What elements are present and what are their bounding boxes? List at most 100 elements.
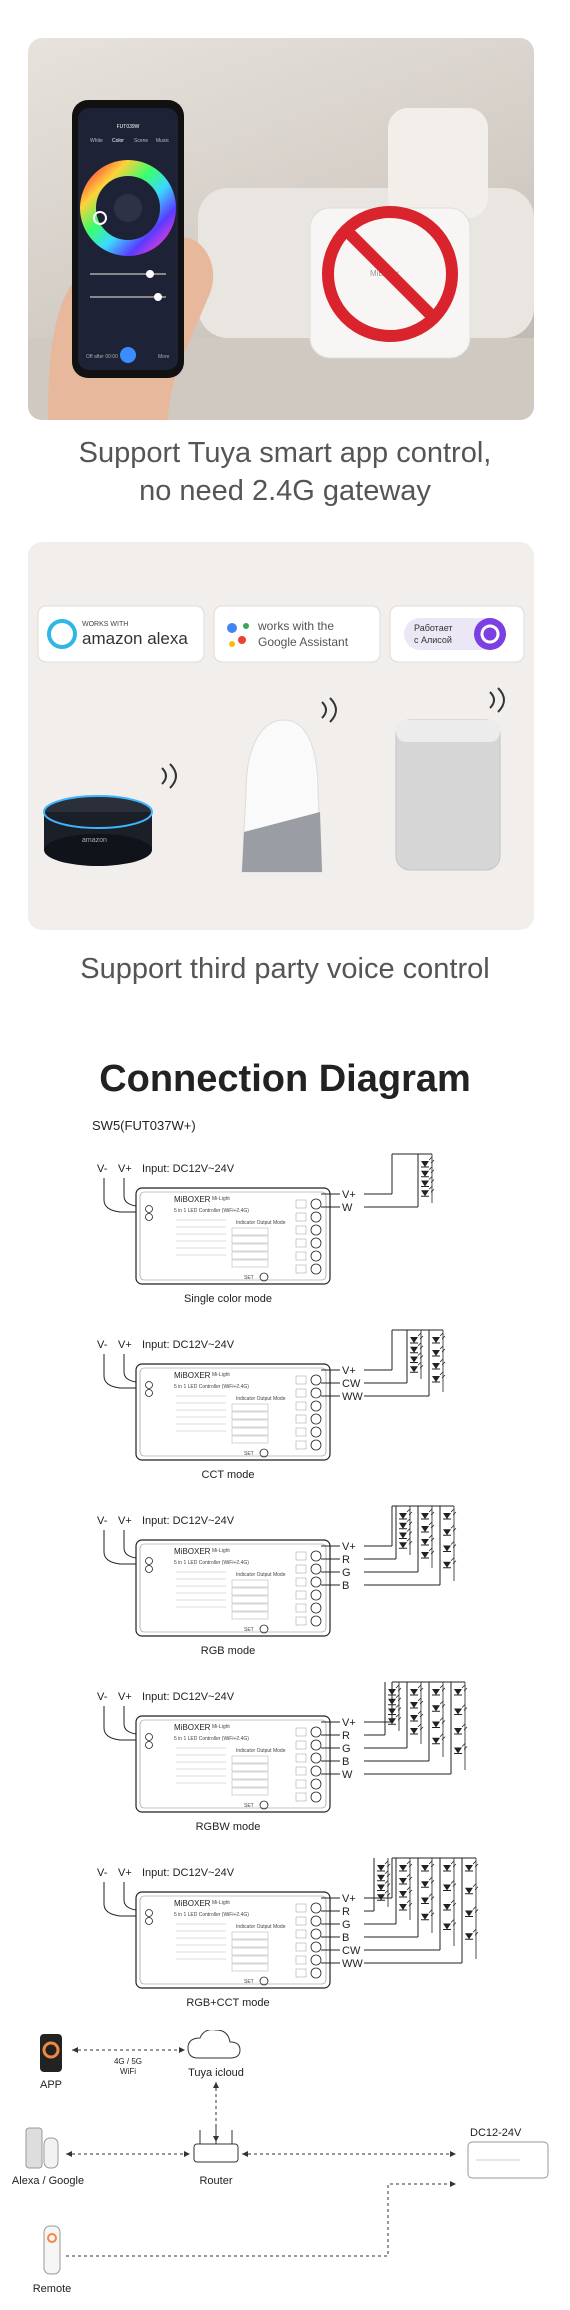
output-terminal — [310, 1374, 322, 1386]
network-diagram: APP 4G / 5G WiFi Tuya icloud Alexa / Goo… — [12, 2030, 549, 2295]
vplus-label: V+ — [118, 1339, 132, 1351]
vplus-label: V+ — [118, 1867, 132, 1879]
output-label-g: G — [342, 1567, 351, 1579]
output-terminal — [310, 1778, 322, 1790]
alexa-badge — [37, 605, 205, 663]
set-button[interactable] — [259, 1448, 269, 1458]
app-phone-icon — [40, 2034, 62, 2072]
remote-label: Remote — [33, 2283, 72, 2295]
mode-label: Single color mode — [184, 1293, 272, 1305]
phone-tab-color[interactable]: Color — [112, 138, 124, 144]
output-label-ww: WW — [342, 1391, 363, 1403]
controller-indicator-header: Indicator Output Mode — [236, 1924, 286, 1930]
input-terminal — [145, 1917, 153, 1925]
vminus-label: V- — [97, 1339, 108, 1351]
bulb-icon — [114, 194, 142, 222]
controller-brand: MiBOXER — [174, 1547, 211, 1556]
brightness-slider[interactable] — [90, 273, 166, 275]
more-text[interactable]: More — [158, 354, 170, 360]
cloud-icon — [187, 2030, 241, 2059]
saturation-slider[interactable] — [90, 296, 166, 298]
controller-series: Mi-Light — [212, 1724, 230, 1730]
color-picker-handle[interactable] — [93, 211, 107, 225]
vminus-label: V- — [97, 1691, 108, 1703]
input-terminal — [145, 1389, 153, 1397]
set-button[interactable] — [259, 1976, 269, 1986]
output-terminal — [310, 1550, 322, 1562]
input-terminal — [145, 1565, 153, 1573]
input-terminal — [145, 1741, 153, 1749]
controller-indicator-header: Indicator Output Mode — [236, 1396, 286, 1402]
output-terminal — [310, 1439, 322, 1451]
google-badge — [213, 605, 381, 663]
controller-series: Mi-Light — [212, 1900, 230, 1906]
voice-control-illustration: WORKS WITH amazon alexa works with the G… — [37, 605, 525, 873]
output-label-w: W — [342, 1202, 353, 1214]
smart-speaker-icon — [25, 2127, 43, 2169]
output-label-b: B — [342, 1580, 349, 1592]
controller-indicator-header: Indicator Output Mode — [236, 1748, 286, 1754]
phone-tab-music[interactable]: Music — [156, 138, 170, 144]
controller-series: Mi-Light — [212, 1548, 230, 1554]
wifi-line2: WiFi — [120, 2067, 136, 2076]
prohibited-icon — [322, 206, 458, 342]
diagram-title: Connection Diagram — [99, 1058, 471, 1100]
output-terminal — [310, 1941, 322, 1953]
vminus-label: V- — [97, 1867, 108, 1879]
output-label-vplus: V+ — [342, 1541, 356, 1553]
phone-tab-white[interactable]: White — [90, 138, 103, 144]
vminus-label: V- — [97, 1163, 108, 1175]
output-label-cw: CW — [342, 1945, 361, 1957]
phone-tab-scene[interactable]: Scene — [134, 138, 148, 144]
input-wire-negative — [103, 1882, 140, 1917]
wifi-line1: 4G / 5G — [114, 2057, 142, 2066]
controller-series: Mi-Light — [212, 1372, 230, 1378]
voice-control-caption: Support third party voice control — [80, 953, 490, 985]
google-assistant-icon — [227, 623, 237, 633]
vplus-label: V+ — [118, 1515, 132, 1527]
output-terminal — [310, 1589, 322, 1601]
voice-control-photo: WORKS WITH amazon alexa works with the G… — [28, 542, 534, 930]
sound-waves-icon — [321, 697, 337, 723]
saturation-knob[interactable] — [154, 293, 162, 301]
set-button[interactable] — [259, 1800, 269, 1810]
color-wheel[interactable] — [80, 160, 176, 256]
input-terminal — [145, 1381, 153, 1389]
output-terminal — [310, 1198, 322, 1210]
set-label: SET — [244, 1803, 254, 1809]
controller-brand: MiBOXER — [174, 1899, 211, 1908]
cloud-label: Tuya icloud — [188, 2067, 244, 2079]
router-label: Router — [199, 2175, 232, 2187]
controller-name: 5 in 1 LED Controller (WiFi+2.4G) — [174, 1208, 249, 1214]
output-label-ww: WW — [342, 1958, 363, 1970]
output-terminal — [310, 1791, 322, 1803]
vminus-label: V- — [97, 1515, 108, 1527]
google-badge-line2: Google Assistant — [258, 635, 349, 649]
app-label: APP — [40, 2079, 62, 2091]
output-label-vplus: V+ — [342, 1893, 356, 1905]
controller-indicator-header: Indicator Output Mode — [236, 1572, 286, 1578]
sound-waves-icon — [161, 763, 177, 789]
controller-name: 5 in 1 LED Controller (WiFi+2.4G) — [174, 1384, 249, 1390]
controller-name: 5 in 1 LED Controller (WiFi+2.4G) — [174, 1736, 249, 1742]
output-terminal — [310, 1954, 322, 1966]
set-button[interactable] — [259, 1624, 269, 1634]
output-terminal — [310, 1387, 322, 1399]
input-label: Input: DC12V~24V — [142, 1691, 235, 1703]
router-icon — [193, 2143, 239, 2163]
input-terminal — [145, 1733, 153, 1741]
set-button[interactable] — [259, 1272, 269, 1282]
controller-name: 5 in 1 LED Controller (WiFi+2.4G) — [174, 1560, 249, 1566]
input-label: Input: DC12V~24V — [142, 1339, 235, 1351]
brightness-knob[interactable] — [146, 270, 154, 278]
power-button[interactable] — [120, 347, 136, 363]
controller-brand: MiBOXER — [174, 1371, 211, 1380]
output-label-cw: CW — [342, 1378, 361, 1390]
controller-name: 5 in 1 LED Controller (WiFi+2.4G) — [174, 1912, 249, 1918]
output-terminal — [310, 1263, 322, 1275]
